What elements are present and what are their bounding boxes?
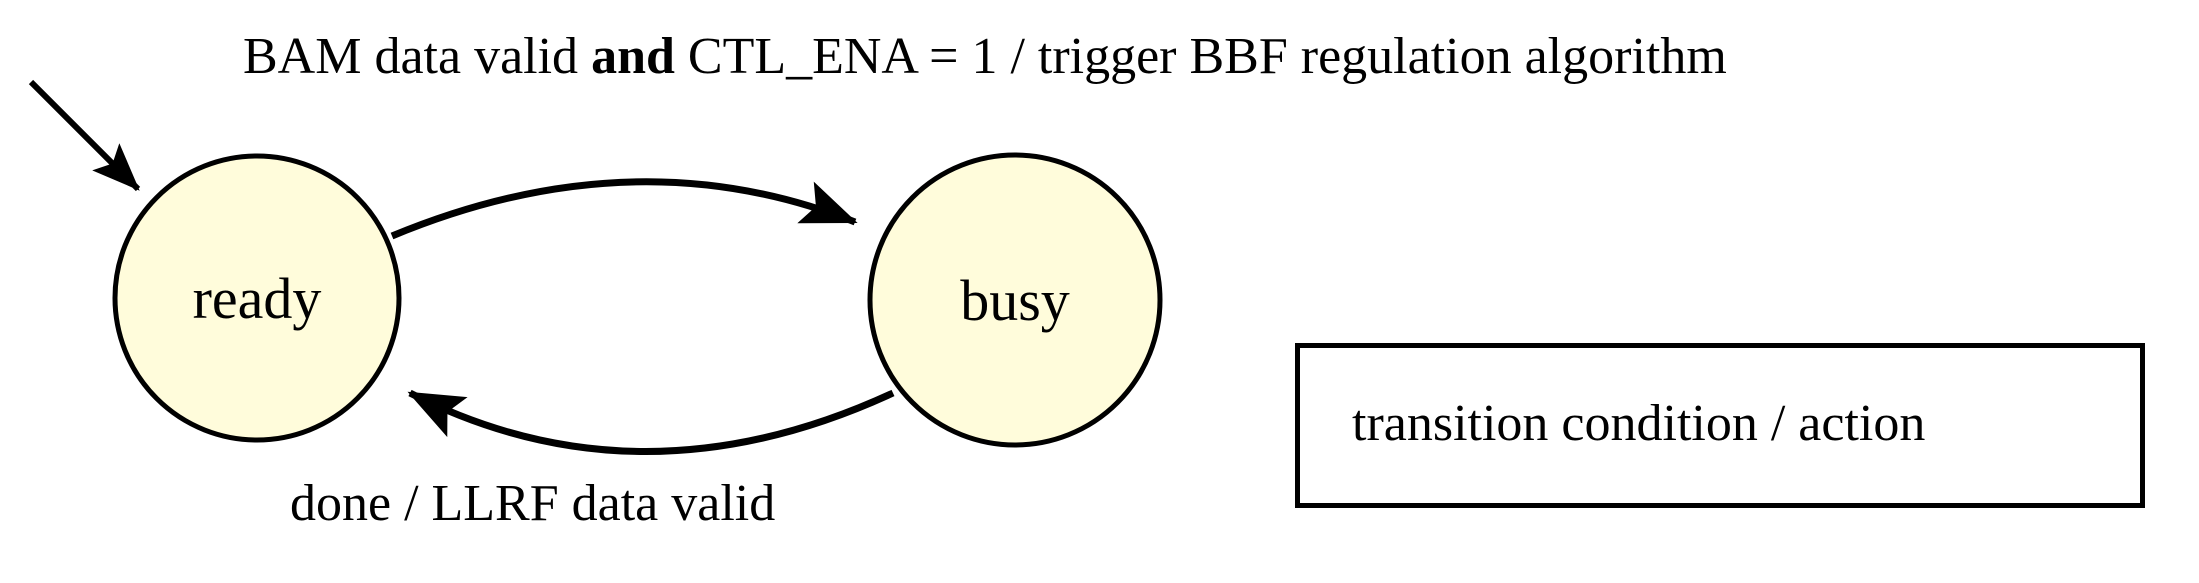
transition-label-ready-to-busy: BAM data valid and CTL_ENA = 1 / trigger… — [243, 31, 1727, 83]
state-circle-busy[interactable] — [867, 152, 1163, 448]
initial-arrow-line — [28, 79, 141, 192]
initial-transition-arrow — [28, 79, 141, 192]
transition-label-top-suffix: CTL_ENA = 1 / trigger BBF regulation alg… — [674, 28, 1727, 85]
legend-text: transition condition / action — [1352, 395, 1926, 452]
state-label-busy: busy — [960, 268, 1070, 333]
transition-label-top-prefix: BAM data valid — [243, 28, 592, 85]
transition-arc-ready-to-busy — [390, 178, 858, 240]
transition-arrow-busy-to-ready[interactable] — [407, 389, 895, 455]
transition-arrow-ready-to-busy[interactable] — [390, 178, 858, 240]
state-circle-ready[interactable] — [112, 153, 402, 443]
transition-label-busy-to-ready: done / LLRF data valid — [290, 475, 776, 532]
legend-box — [1295, 343, 2145, 508]
transition-arc-busy-to-ready — [407, 389, 895, 455]
transition-label-top-and: and — [591, 28, 675, 85]
state-label-ready: ready — [192, 266, 322, 331]
